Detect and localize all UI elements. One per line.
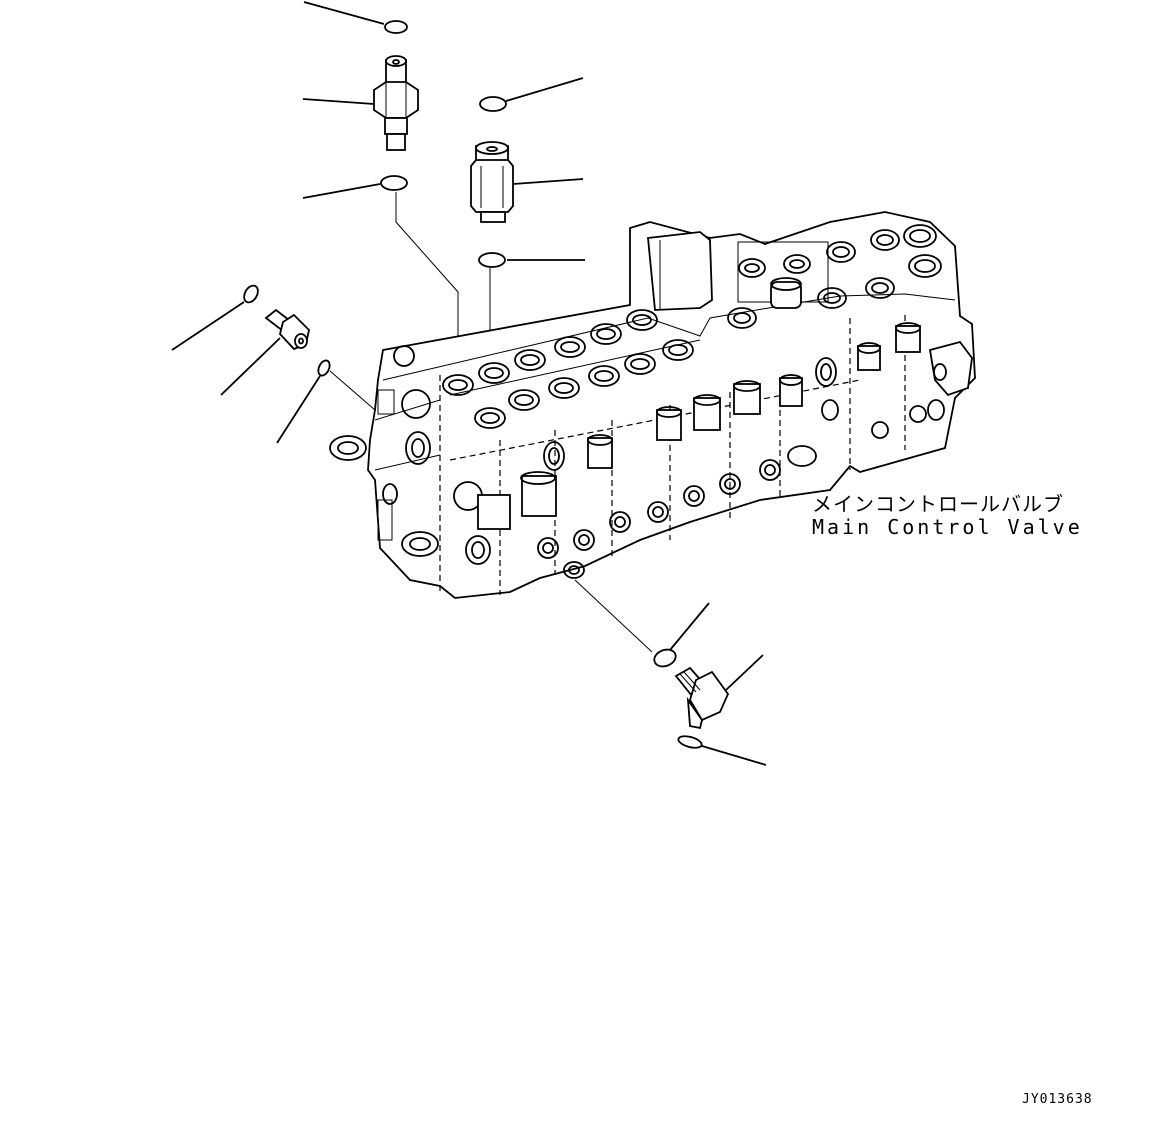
o-ring-top	[303, 1, 408, 34]
main-control-valve	[329, 211, 976, 599]
o-ring-bottom-upper	[574, 579, 710, 668]
component-label-en: Main Control Valve	[812, 515, 1083, 539]
plug-left	[220, 308, 310, 396]
component-label-jp: メインコントロールバルブ	[812, 492, 1064, 516]
o-ring-right-upper	[479, 77, 584, 112]
o-ring-left	[171, 284, 259, 351]
pressure-sensor-upper	[302, 55, 419, 151]
o-ring-left-small	[276, 359, 376, 444]
o-ring-upper-lower	[302, 175, 459, 370]
elbow-sensor-bottom	[674, 654, 764, 730]
pressure-sensor-right	[470, 141, 584, 223]
o-ring-bottom-lower	[677, 735, 767, 766]
drawing-code: JY013638	[1022, 1092, 1093, 1107]
